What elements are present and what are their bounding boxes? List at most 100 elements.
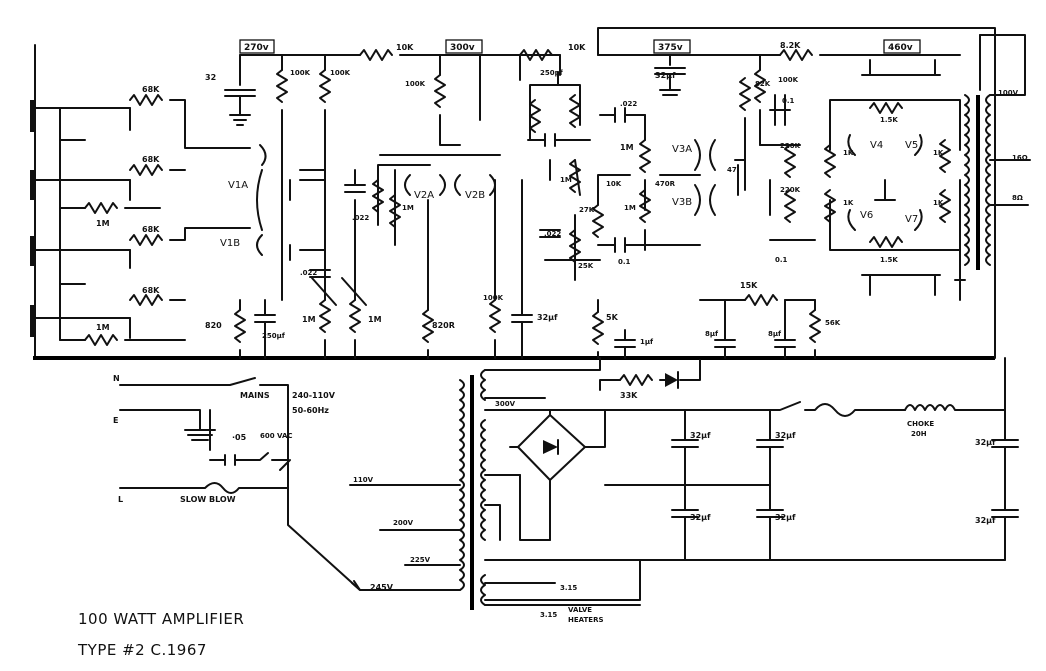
choke-value: 20H bbox=[911, 430, 927, 438]
heater-315-a: 3.15 bbox=[560, 584, 577, 592]
filter-cap-32 bbox=[224, 89, 256, 126]
c-01-b: 0.1 bbox=[782, 97, 795, 105]
c-022-a: .022 bbox=[300, 269, 317, 277]
r-1k5-b: 1.5K bbox=[880, 256, 898, 264]
tube-v1a: V1A bbox=[228, 180, 248, 191]
r-1m-pi-b: 1M bbox=[624, 204, 636, 212]
r-68k-1: 68K bbox=[142, 85, 160, 94]
c-32uf-ps-4: 32μf bbox=[775, 513, 796, 522]
r-470r: 470R bbox=[655, 180, 676, 188]
tube-v6: V6 bbox=[860, 210, 873, 221]
c-250uf: 250μf bbox=[262, 332, 286, 340]
r-1k-a: 1K bbox=[843, 149, 854, 157]
rail-300v: 300v bbox=[450, 43, 475, 53]
r-68k-4: 68K bbox=[142, 286, 160, 295]
tube-v1b: V1B bbox=[220, 238, 240, 249]
c-8uf-b: 8μf bbox=[768, 330, 782, 338]
r-1k-d: 1K bbox=[933, 199, 944, 207]
fuse-slow-blow: SLOW BLOW bbox=[180, 495, 236, 504]
title-line-2: TYPE #2 C.1967 bbox=[77, 641, 207, 659]
r-1m-pi-small: 1M bbox=[402, 204, 414, 212]
r-1m-input-1: 1M bbox=[96, 219, 110, 228]
rail-voltage-labels: 270v 300v 375v 460v bbox=[239, 39, 921, 54]
r-100k-3: 100K bbox=[405, 80, 426, 88]
r-820r: 820R bbox=[432, 321, 455, 330]
heater-label-2: HEATERS bbox=[568, 616, 604, 624]
rail-270v: 270v bbox=[244, 43, 269, 53]
c-022-c: .022 bbox=[544, 230, 561, 238]
r-82k: 82K bbox=[755, 80, 771, 88]
c-250pf: 250pf bbox=[540, 69, 564, 77]
heater-315-b: 3.15 bbox=[540, 611, 557, 619]
mains-voltage: 240-110V bbox=[292, 391, 336, 400]
c-32uf-dec: 32μf bbox=[537, 313, 558, 322]
supply-rails bbox=[239, 34, 981, 121]
mains-e: E bbox=[113, 416, 118, 425]
r-100k-dec: 100K bbox=[483, 294, 504, 302]
c-32uf-ps-2: 32μf bbox=[690, 513, 711, 522]
tube-v4: V4 bbox=[870, 140, 883, 151]
input-jacks bbox=[30, 100, 131, 341]
r-100k-1: 100K bbox=[290, 69, 311, 77]
rail-460v: 460v bbox=[888, 43, 913, 53]
r-8k2: 8.2K bbox=[780, 41, 801, 50]
c-32uf-ps-5: 32μf bbox=[975, 438, 996, 447]
chassis-outline bbox=[33, 27, 996, 360]
r-100k-2: 100K bbox=[330, 69, 351, 77]
v2-stage bbox=[372, 74, 533, 359]
output-transformer bbox=[954, 34, 1031, 301]
r-1m-vol-a: 1M bbox=[302, 315, 316, 324]
r-1k-c: 1K bbox=[933, 149, 944, 157]
mains-l: L bbox=[118, 495, 123, 504]
r-220k-a: 220K bbox=[780, 142, 801, 150]
r-1k-b: 1K bbox=[843, 199, 854, 207]
c-47: 47 bbox=[727, 166, 737, 174]
r-68k-3: 68K bbox=[142, 225, 160, 234]
mains-n: N bbox=[113, 374, 120, 383]
tap-200v: 200V bbox=[393, 519, 414, 527]
r-15k: 15K bbox=[740, 281, 758, 290]
out-8ohm: 8Ω bbox=[1012, 194, 1023, 202]
r-1m-pi: 1M bbox=[620, 143, 634, 152]
r-68k-2: 68K bbox=[142, 155, 160, 164]
r-1m-input-2: 1M bbox=[96, 323, 110, 332]
mains-frequency: 50-60Hz bbox=[292, 406, 329, 415]
r-27k: 27K bbox=[579, 206, 595, 214]
ps-filter bbox=[604, 357, 1019, 561]
c-1uf: 1μf bbox=[640, 338, 654, 346]
tone-stack bbox=[527, 71, 601, 281]
tube-v3b: V3B bbox=[672, 197, 692, 208]
tube-v7: V7 bbox=[905, 214, 918, 225]
rail-375v: 375v bbox=[658, 43, 683, 53]
tube-v2b: V2B bbox=[465, 190, 485, 201]
c-05: ·05 bbox=[232, 433, 247, 442]
c-32-left: 32 bbox=[205, 73, 216, 82]
tap-245v: 245V bbox=[370, 583, 394, 592]
r-100k-4: 100K bbox=[778, 76, 799, 84]
r-56k: 56K bbox=[825, 319, 841, 327]
title-line-1: 100 WATT AMPLIFIER bbox=[78, 610, 244, 628]
c-01-c: 0.1 bbox=[775, 256, 788, 264]
r-5k: 5K bbox=[606, 313, 619, 322]
mains-label: MAINS bbox=[240, 391, 270, 400]
v-300v-tap: 300V bbox=[495, 400, 516, 408]
c-32uf-ps-1: 32μf bbox=[690, 431, 711, 440]
c-8uf-a: 8μf bbox=[705, 330, 719, 338]
bias-supply bbox=[519, 359, 701, 399]
c-022-b: .022 bbox=[352, 214, 369, 222]
r-10k-b: 10K bbox=[568, 43, 586, 52]
r-25k: 25K bbox=[578, 262, 594, 270]
choke-label: CHOKE bbox=[907, 420, 934, 428]
c-05-rating: 600 VAC bbox=[260, 432, 293, 440]
tube-v3a: V3A bbox=[672, 144, 692, 155]
r-33k: 33K bbox=[620, 391, 638, 400]
out-100v: 100V bbox=[998, 89, 1019, 97]
v3-stage bbox=[592, 67, 716, 359]
c-32uf-ps-6: 32μf bbox=[975, 516, 996, 525]
tap-110v: 110V bbox=[353, 476, 374, 484]
c-022-d: .022 bbox=[620, 100, 637, 108]
r-820: 820 bbox=[205, 321, 222, 330]
r-220k-b: 220K bbox=[780, 186, 801, 194]
heater-label-1: VALVE bbox=[568, 606, 592, 614]
